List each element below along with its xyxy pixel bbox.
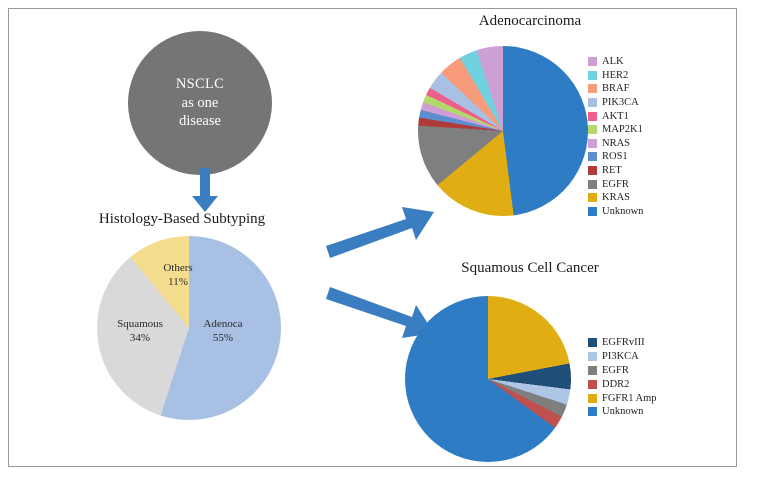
slice-label-others-value: 11% [168,275,188,288]
legend-swatch-icon [588,70,597,80]
adenocarcinoma-legend-item[interactable]: ALK [588,55,643,69]
adenocarcinoma-legend-item[interactable]: MAP2K1 [588,123,643,137]
adenocarcinoma-legend-item[interactable]: AKT1 [588,109,643,123]
legend-swatch-icon [588,393,597,403]
legend-item-label: ROS1 [602,151,628,163]
legend-swatch-icon [588,379,597,389]
slice-label-others: Others 11% [148,262,208,290]
squamous-legend-item[interactable]: FGFR1 Amp [588,391,657,405]
nsclc-label-line1: NSCLC [175,76,225,93]
legend-swatch-icon [588,365,597,375]
legend-item-label: DDR2 [602,378,630,390]
arrow-to-squamous-icon [326,287,434,338]
legend-item-label: MAP2K1 [602,124,643,136]
adenocarcinoma-legend-item[interactable]: HER2 [588,69,643,83]
legend-swatch-icon [588,125,597,135]
legend-swatch-icon [588,179,597,189]
adenocarcinoma-legend-item[interactable]: NRAS [588,137,643,151]
legend-swatch-icon [588,57,597,67]
figure-border [8,8,737,467]
nsclc-source-node: NSCLC as one disease [128,31,272,175]
arrow-down-icon [192,168,218,212]
slice-label-adenoca-name: Adenoca [203,318,243,330]
legend-item-label: HER2 [602,69,629,81]
legend-swatch-icon [588,98,597,108]
legend-item-label: BRAF [602,83,630,95]
legend-swatch-icon [588,138,597,148]
adenocarcinoma-legend-item[interactable]: PIK3CA [588,96,643,110]
histology-pie-chart [97,236,281,420]
slice-label-squamous: Squamous 34% [102,318,178,346]
legend-item-label: PIK3CA [602,97,639,109]
legend-item-label: Unknown [602,205,644,217]
squamous-legend-item[interactable]: EGFR [588,364,657,378]
legend-swatch-icon [588,111,597,121]
nsclc-label-line3: disease [179,113,221,130]
squamous-legend-item[interactable]: DDR2 [588,377,657,391]
arrow-to-adenocarcinoma-icon [326,207,434,258]
adenocarcinoma-legend-item[interactable]: BRAF [588,82,643,96]
squamous-pie-chart [405,296,571,462]
adenocarcinoma-legend-item[interactable]: KRAS [588,191,643,205]
legend-item-label: KRAS [602,192,631,204]
legend-swatch-icon [588,193,597,203]
legend-swatch-icon [588,84,597,94]
slice-label-squamous-name: Squamous [117,318,163,330]
adenocarcinoma-legend-item[interactable]: ROS1 [588,150,643,164]
legend-swatch-icon [588,166,597,176]
adenocarcinoma-legend-item[interactable]: EGFR [588,177,643,191]
adenocarcinoma-legend-item[interactable]: Unknown [588,205,643,219]
slice-label-adenoca-value: 55% [212,331,234,344]
legend-item-label: RET [602,165,622,177]
legend-item-label: PI3KCA [602,351,639,363]
slice-label-others-name: Others [163,262,193,274]
legend-swatch-icon [588,352,597,362]
adenocarcinoma-legend-item[interactable]: RET [588,164,643,178]
adenocarcinoma-chart-title: Adenocarcinoma [478,13,582,29]
legend-item-label: FGFR1 Amp [602,392,657,404]
nsclc-label-line2: as one [181,94,219,111]
legend-item-label: EGFR [602,364,629,376]
legend-item-label: ALK [602,56,624,68]
squamous-legend-item[interactable]: PI3KCA [588,350,657,364]
squamous-legend-item[interactable]: EGFRvIII [588,336,657,350]
legend-item-label: AKT1 [602,110,629,122]
adenocarcinoma-pie-chart [418,46,588,216]
squamous-chart-title: Squamous Cell Cancer [461,260,599,276]
legend-swatch-icon [588,338,597,348]
legend-swatch-icon [588,206,597,216]
legend-item-label: EGFRvIII [602,337,645,349]
histology-chart-title: Histology-Based Subtyping [98,211,266,227]
slice-label-adenoca: Adenoca 55% [188,318,258,346]
legend-item-label: Unknown [602,406,644,418]
legend-item-label: EGFR [602,178,629,190]
slice-label-squamous-value: 34% [129,331,151,344]
legend-swatch-icon [588,407,597,417]
legend-swatch-icon [588,152,597,162]
squamous-legend-item[interactable]: Unknown [588,405,657,419]
legend-item-label: NRAS [602,137,631,149]
